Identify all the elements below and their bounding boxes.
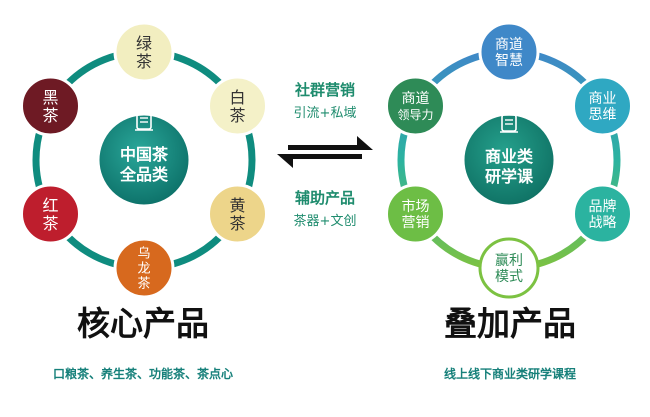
left-satellite-label: 茶 [136, 52, 152, 71]
left-satellite-label: 茶 [42, 214, 58, 233]
right-satellite-label: 商道 [402, 91, 430, 107]
right-satellite-label: 赢利 [495, 252, 523, 269]
top-sublabel: 引流+私域 [294, 106, 357, 121]
right-center-line-1: 商业类 [485, 147, 534, 166]
left-satellite-label: 茶 [42, 106, 58, 125]
right-satellite-circle [572, 75, 633, 137]
right-satellite-label: 领导力 [397, 108, 433, 122]
left-satellite-label: 白 [229, 88, 245, 107]
right-satellite-label: 品牌 [589, 198, 617, 215]
right-satellite-circle [385, 75, 446, 137]
left-center-circle [96, 112, 192, 208]
exchange-arrows-icon [277, 136, 373, 168]
top-label: 社群营销 [294, 81, 355, 99]
right-center-line-2: 研学课 [485, 167, 534, 186]
left-satellite-label: 红 [42, 196, 58, 215]
right-title: 叠加产品 [444, 304, 576, 343]
right-satellite-circle [478, 21, 540, 83]
left-satellite-circle [113, 237, 175, 299]
left-satellite-label: 茶 [137, 276, 150, 292]
right-satellite-label: 战略 [589, 215, 617, 231]
left-satellite-label: 黄 [229, 196, 245, 215]
bottom-sublabel: 茶器+文创 [294, 213, 357, 229]
right-center-logo-icon [500, 114, 518, 133]
right-satellite-circle [478, 237, 540, 299]
right-satellite-label: 模式 [495, 269, 523, 285]
left-satellite-circle [20, 183, 81, 245]
bottom-label: 辅助产品 [295, 189, 355, 207]
right-satellite-label: 商业 [589, 91, 617, 107]
left-center-line-2: 全品类 [119, 165, 169, 184]
right-satellite-label: 商道 [495, 37, 523, 53]
left-satellite-circle [207, 183, 268, 245]
left-center-logo-icon [135, 112, 153, 131]
left-satellite-label: 龙 [137, 262, 150, 277]
left-satellite-label: 绿 [136, 34, 152, 53]
right-satellite-label: 营销 [402, 215, 430, 231]
left-satellite-circle [20, 75, 81, 137]
right-subtitle: 线上线下商业类研学课程 [444, 366, 576, 381]
left-satellite-1: 白茶 [207, 75, 268, 137]
right-satellite-label: 思维 [589, 107, 617, 123]
left-satellite-3: 乌龙茶 [113, 237, 175, 299]
left-satellite-label: 黑 [42, 88, 58, 107]
left-center-line-1: 中国茶 [120, 145, 169, 164]
right-satellite-label: 市场 [402, 198, 430, 215]
right-center-circle [461, 112, 557, 208]
left-satellite-5: 黑茶 [20, 75, 81, 137]
left-satellite-0: 绿茶 [113, 21, 175, 83]
right-satellite-label: 智慧 [495, 53, 523, 69]
right-satellite-circle [385, 183, 446, 245]
left-satellite-label: 乌 [137, 246, 150, 262]
left-satellite-circle [113, 21, 175, 83]
left-satellite-label: 茶 [229, 106, 245, 125]
left-title: 核心产品 [77, 304, 209, 343]
left-subtitle: 口粮茶、养生茶、功能茶、茶点心 [53, 366, 233, 381]
right-satellite-circle [572, 183, 633, 245]
left-satellite-2: 黄茶 [207, 183, 268, 245]
middle-connector: 社群营销 引流+私域 辅助产品 茶器+文创 [277, 81, 373, 229]
left-satellite-4: 红茶 [20, 183, 81, 245]
left-satellite-circle [207, 75, 268, 137]
left-satellite-label: 茶 [229, 214, 245, 233]
